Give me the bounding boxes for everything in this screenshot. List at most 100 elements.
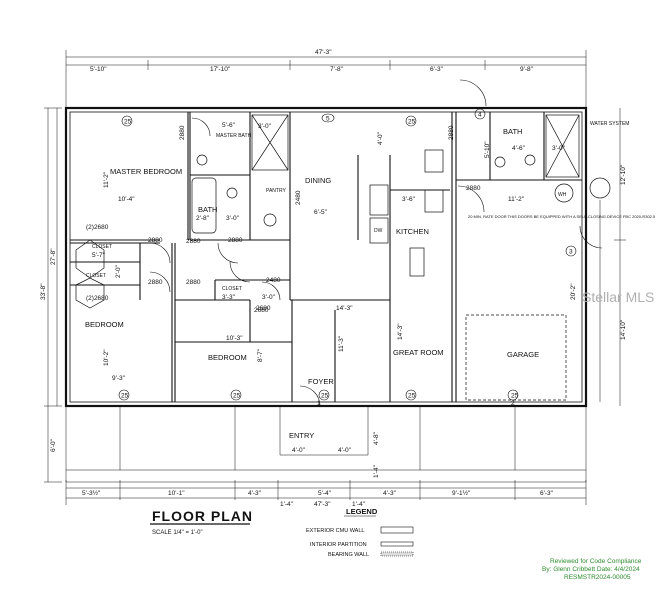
- marker-8: 1: [317, 400, 321, 407]
- dim-bottom-overall: 47'-3": [314, 501, 331, 508]
- marker-3: 25: [121, 393, 129, 400]
- opening-10: 2480: [295, 190, 302, 205]
- fixtures: [75, 114, 611, 401]
- opening-11: 2480: [266, 277, 281, 284]
- side-dimensions: 33'-8" 27'-8" 6'-0" 12'-10" 14'-10" 20'-…: [40, 164, 627, 478]
- bottom-dimensions: 5'-3½" 10'-1" 4'-3" 5'-4" 4'-3" 9'-1½" 6…: [82, 489, 554, 508]
- dim-bottom-5: 4'-3": [383, 490, 397, 497]
- dim-int-4: 3'-0": [258, 123, 272, 130]
- marker-9: 2: [511, 400, 515, 407]
- dim-bottom-8: 1'-4": [280, 501, 294, 508]
- label-great-room: GREAT ROOM: [393, 348, 444, 357]
- dim-bottom-2: 10'-1": [168, 490, 185, 497]
- dim-top-2: 17'-10": [210, 66, 231, 73]
- opening-14: 2680: [254, 307, 269, 314]
- label-wh: WH: [558, 192, 567, 198]
- dim-int-26: 4'-0": [338, 447, 352, 454]
- legend-item-exterior: EXTERIOR CMU WALL: [306, 528, 364, 534]
- dim-side-porch-small: 1'-4": [373, 464, 380, 478]
- dim-int-18: 10'-3": [226, 335, 243, 342]
- label-pantry: PANTRY: [266, 188, 286, 194]
- interior-dimensions: 11'-2" 10'-4" 5'-6" 3'-0" 4'-0" 6'-5" 3'…: [92, 122, 566, 454]
- exterior-walls-inner: [69, 111, 583, 403]
- legend-item-bearing: BEARING WALL: [328, 552, 369, 558]
- markers: 25 25 25 25 25 25 25 1 2 3 4 5: [118, 108, 577, 407]
- marker-11: 4: [478, 112, 482, 119]
- marker-4: 25: [233, 393, 241, 400]
- dim-int-13: 3'-0": [226, 215, 240, 222]
- toilet-right: [524, 154, 536, 166]
- marker-2: 25: [408, 119, 416, 126]
- marker-12: 5: [326, 116, 330, 123]
- marker-1: 25: [124, 119, 132, 126]
- openings: 2880 2880 2880 2880 2880 2880 2880 2880 …: [86, 125, 481, 314]
- label-foyer: FOYER: [308, 377, 334, 386]
- garage-door-outline: [465, 314, 567, 401]
- label-kitchen: KITCHEN: [396, 227, 429, 236]
- review-line-3: RESMSTR2024-00005: [564, 574, 631, 581]
- opening-6: 2880: [448, 125, 455, 140]
- bay-window-upper: [75, 239, 105, 279]
- legend-item-interior: INTERIOR PARTITION: [310, 542, 367, 548]
- label-entry: ENTRY: [289, 431, 314, 440]
- shower-master: [251, 114, 289, 171]
- dim-int-10: 3'-0": [552, 145, 566, 152]
- dim-int-24: 8'-7": [257, 348, 264, 362]
- label-bedroom-mid: BEDROOM: [208, 353, 247, 362]
- dim-top-4: 6'-3": [430, 66, 444, 73]
- sink-master: [196, 154, 208, 166]
- dim-bottom-6: 9'-1½": [452, 489, 471, 497]
- dishwasher: [369, 217, 389, 244]
- dim-int-25: 4'-0": [292, 447, 306, 454]
- review-line-2: By: Glenn Cribbett Date: 4/4/2024: [542, 566, 640, 573]
- dim-top-3: 7'-8": [330, 66, 344, 73]
- marker-5: 25: [408, 393, 416, 400]
- interior-walls: [70, 112, 582, 402]
- dim-int-21: 14'-3": [397, 323, 404, 340]
- bay-window-lower: [75, 277, 105, 309]
- exterior-walls: [64, 106, 588, 408]
- label-closet-1: CLOSET: [92, 244, 112, 250]
- legend-swatch-bearing: [380, 551, 414, 557]
- legend-swatch-interior: [380, 541, 414, 547]
- label-dw: DW: [374, 228, 383, 234]
- review-stamp: Reviewed for Code Compliance By: Glenn C…: [542, 558, 642, 581]
- door-note: 20 MIN. RATE DOOR THIS DOORS BE EQUIPPED…: [468, 214, 656, 219]
- label-bath-right: BATH: [503, 127, 522, 136]
- label-garage: GARAGE: [507, 350, 539, 359]
- sink-left: [263, 213, 277, 227]
- dim-side-right-1: 12'-10": [620, 164, 627, 185]
- dimension-lines: [44, 50, 626, 505]
- dim-int-3: 5'-6": [222, 122, 236, 129]
- label-closet-2: CLOSET: [86, 273, 106, 279]
- dim-top-1: 5'-10": [90, 66, 107, 73]
- dim-bottom-10: 1'-4": [352, 501, 366, 508]
- opening-13: (2)2680: [86, 295, 109, 302]
- dim-int-17: 3'-0": [262, 294, 276, 301]
- dim-int-19: 14'-3": [336, 305, 353, 312]
- dim-int-7: 3'-6": [402, 196, 416, 203]
- dim-int-22: 10'-2": [103, 349, 110, 366]
- range: [424, 189, 444, 213]
- marker-10: 3: [569, 249, 573, 256]
- label-bath-left: BATH: [198, 205, 217, 214]
- tub-left: [191, 177, 217, 234]
- dim-int-11: 5'-10": [484, 141, 491, 158]
- opening-3: 2880: [148, 279, 163, 286]
- plan-title: FLOOR PLAN: [152, 508, 253, 524]
- door-swings: [149, 79, 603, 407]
- dim-int-5: 4'-0": [377, 131, 384, 145]
- label-closet-3: CLOSET: [222, 286, 242, 292]
- dim-side-entry: 4'-8": [373, 431, 380, 445]
- opening-12: (2)2680: [86, 224, 109, 231]
- dim-int-16: 3'-3": [222, 294, 236, 301]
- water-system-tank: [589, 177, 611, 199]
- opening-1: 2880: [179, 125, 186, 140]
- legend-swatch-exterior: [380, 526, 414, 534]
- review-line-1: Reviewed for Code Compliance: [550, 558, 642, 565]
- label-master-bath: MASTER BATH: [216, 133, 252, 139]
- dim-int-15: 2'-0": [115, 264, 122, 278]
- dim-side-garage: 20'-2": [570, 283, 577, 300]
- label-dining: DINING: [305, 176, 331, 185]
- opening-5: 2880: [186, 279, 201, 286]
